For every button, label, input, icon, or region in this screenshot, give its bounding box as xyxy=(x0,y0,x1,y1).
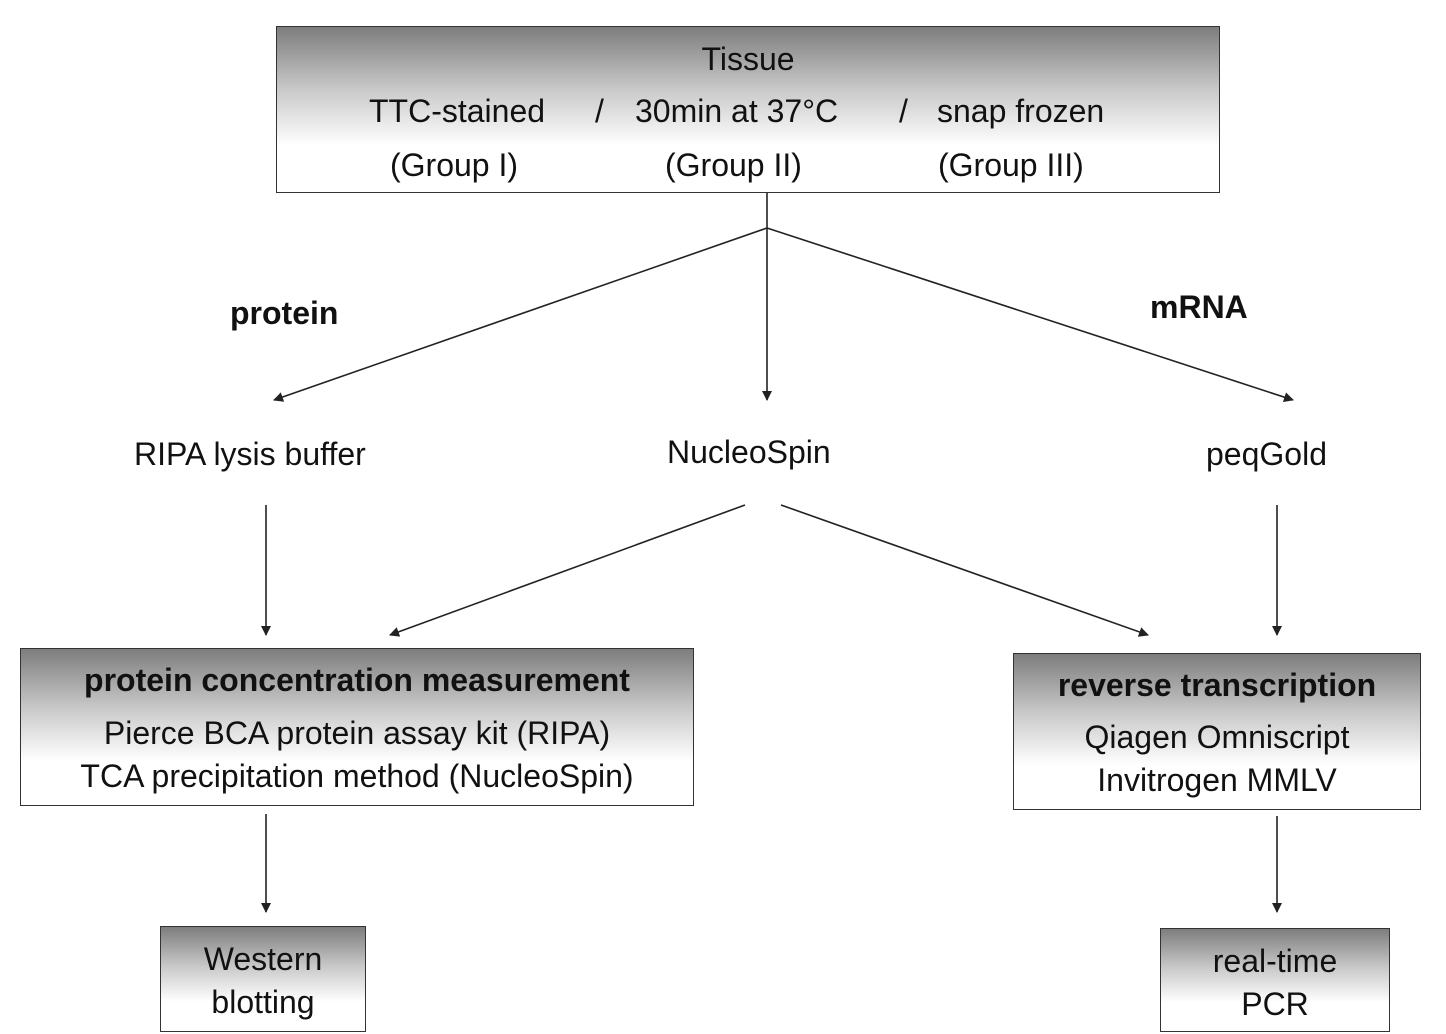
arrow-to-ripa xyxy=(273,227,768,402)
rt-box-line-2: Invitrogen MMLV xyxy=(1097,762,1337,798)
tissue-title: Tissue xyxy=(701,41,795,77)
branch-label-protein: protein xyxy=(230,295,339,331)
rt-box-line-1: Qiagen Omniscript xyxy=(1084,719,1350,755)
condition-separator: / xyxy=(899,93,908,129)
group-2-label: (Group II) xyxy=(665,147,802,183)
rt-box-title: reverse transcription xyxy=(1057,667,1377,703)
western-line-1: Western xyxy=(203,941,323,977)
arrow-nucleospin-to-rt-box xyxy=(780,504,1149,637)
condition-ttc-stained: TTC-stained xyxy=(369,93,546,129)
condition-separator: / xyxy=(595,93,604,129)
method-peqgold: peqGold xyxy=(1206,436,1327,472)
protein-box-line-2: TCA precipitation method (NucleoSpin) xyxy=(80,758,634,794)
condition-30min-37c: 30min at 37°C xyxy=(635,93,839,129)
western-blotting-box: Western blotting xyxy=(160,926,366,1032)
protein-concentration-box: protein concentration measurement Pierce… xyxy=(20,648,694,806)
arrow-nucleospin-to-protein-box xyxy=(389,504,746,637)
condition-snap-frozen: snap frozen xyxy=(937,93,1105,129)
group-3-label: (Group III) xyxy=(938,147,1084,183)
western-line-2: blotting xyxy=(211,984,315,1020)
tissue-box: Tissue TTC-stained / 30min at 37°C / sna… xyxy=(276,26,1220,193)
branch-label-mrna: mRNA xyxy=(1150,289,1248,325)
method-ripa-lysis-buffer: RIPA lysis buffer xyxy=(134,436,366,472)
method-nucleospin: NucleoSpin xyxy=(667,434,831,470)
group-1-label: (Group I) xyxy=(390,147,519,183)
pcr-line-2: PCR xyxy=(1241,986,1309,1022)
real-time-pcr-box: real-time PCR xyxy=(1160,928,1390,1032)
protein-box-line-1: Pierce BCA protein assay kit (RIPA) xyxy=(103,715,611,751)
pcr-line-1: real-time xyxy=(1212,943,1338,979)
reverse-transcription-box: reverse transcription Qiagen Omniscript … xyxy=(1013,653,1421,810)
arrow-to-peqgold xyxy=(766,227,1294,402)
protein-box-title: protein concentration measurement xyxy=(84,662,630,698)
